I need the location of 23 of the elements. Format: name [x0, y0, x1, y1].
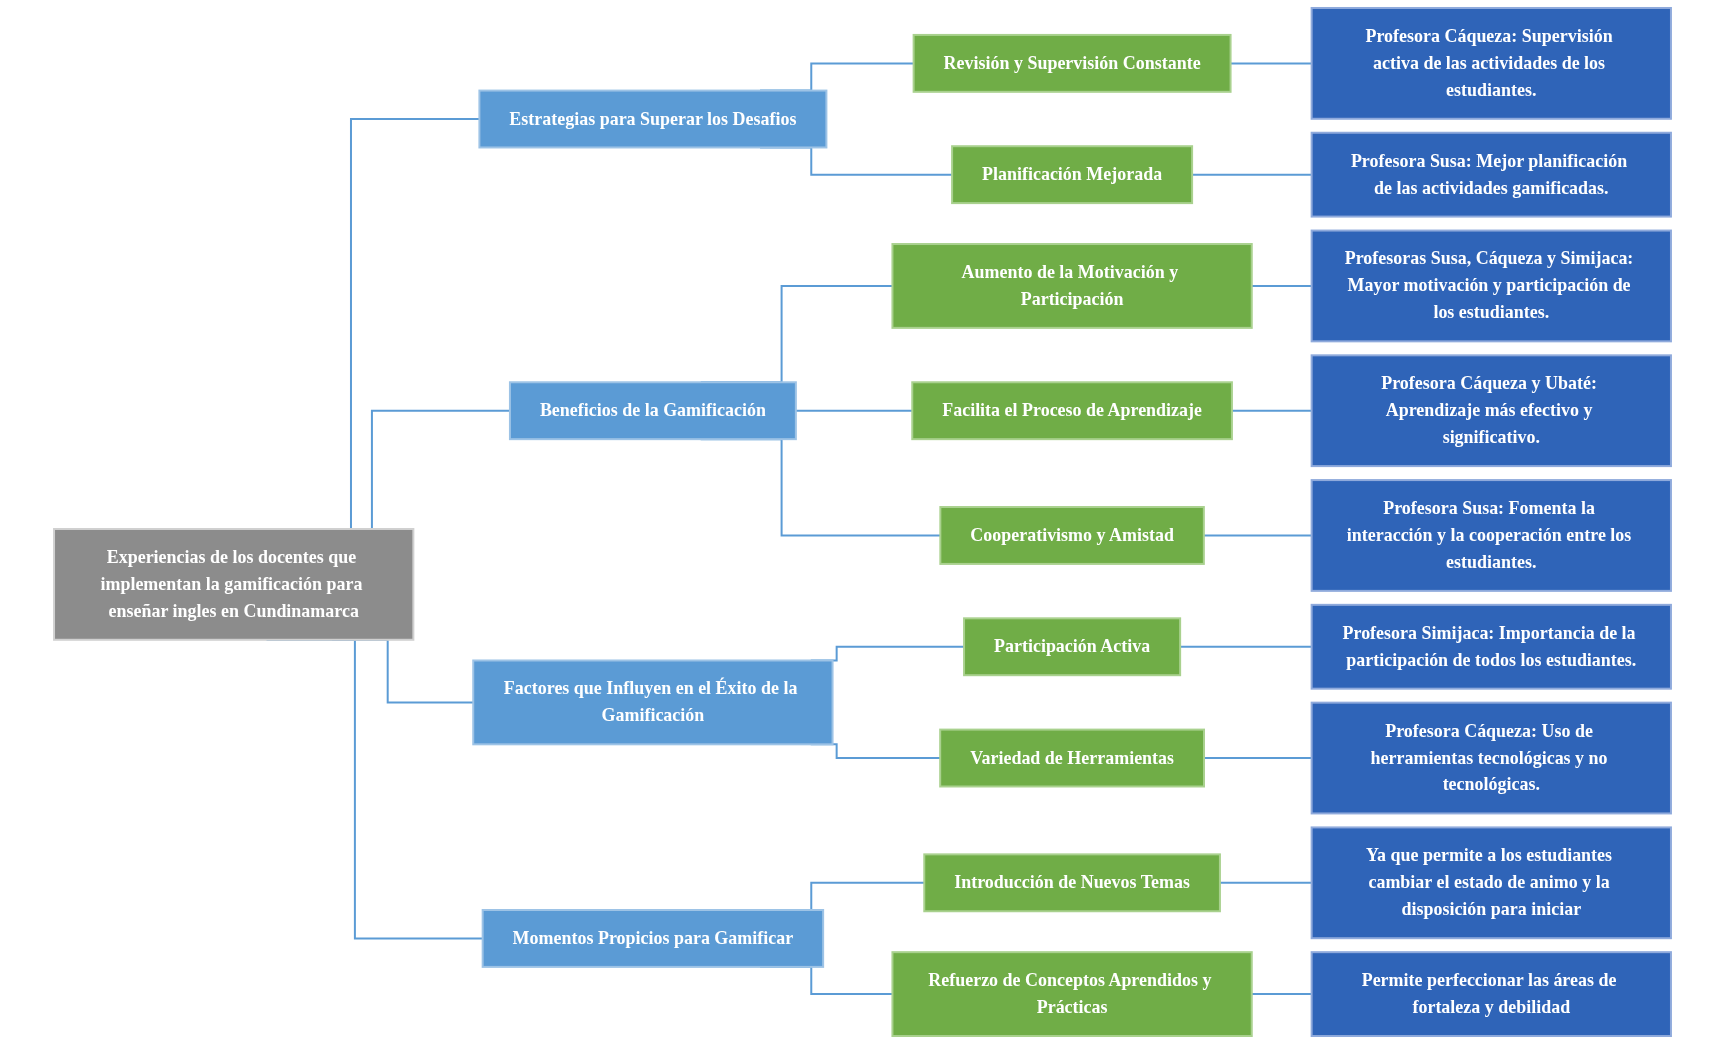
node-box: Estrategias para Superar los Desafios — [478, 89, 828, 149]
node-box: Momentos Propicios para Gamificar — [481, 909, 825, 968]
node-box: Introducción de Nuevos Temas — [923, 853, 1221, 913]
node-box: Profesora Cáqueza y Ubaté: Aprendizaje más efectivo y significativo. — [1310, 354, 1672, 468]
node-box: Profesoras Susa, Cáqueza y Simijaca: Mayor motivación y participación de los estudiantes. — [1310, 229, 1672, 343]
node-box: Profesora Susa: Mejor planificación de las actividades gamificadas. — [1310, 131, 1672, 218]
node-box: Ya que permite a los estudiantes cambiar el estado de animo y la disposición para iniciar — [1310, 826, 1672, 940]
node-box: Cooperativismo y Amistad — [939, 506, 1205, 565]
node-box: Profesora Cáqueza: Uso de herramientas tecnológicas y no tecnológicas. — [1310, 701, 1672, 815]
node-box: Planificación Mejorada — [951, 145, 1194, 205]
node-box: Profesora Simijaca: Importancia de la participación de todos los estudiantes. — [1310, 603, 1672, 690]
node-box: Profesora Susa: Fomenta la interacción y la cooperación entre los estudiantes. — [1310, 479, 1672, 592]
node-box: Profesora Cáqueza: Supervisión activa de las actividades de los estudiantes. — [1310, 7, 1672, 120]
node-box: Beneficios de la Gamificación — [508, 381, 797, 441]
node-box: Facilita el Proceso de Aprendizaje — [911, 381, 1233, 441]
node-box: Permite perfeccionar las áreas de fortaleza y debilidad — [1310, 951, 1672, 1037]
node-box: Revisión y Supervisión Constante — [912, 33, 1232, 93]
node-box: Participación Activa — [963, 617, 1182, 677]
node-box: Factores que Influyen en el Éxito de la Gamificación — [472, 659, 834, 746]
node-box: Refuerzo de Conceptos Aprendidos y Prácticas — [891, 951, 1253, 1037]
node-box: Experiencias de los docentes que implementan la gamificación para enseñar ingles en Cundinamarca — [53, 528, 415, 641]
node-box: Variedad de Herramientas — [939, 728, 1205, 788]
node-box: Aumento de la Motivación y Participación — [891, 243, 1253, 329]
